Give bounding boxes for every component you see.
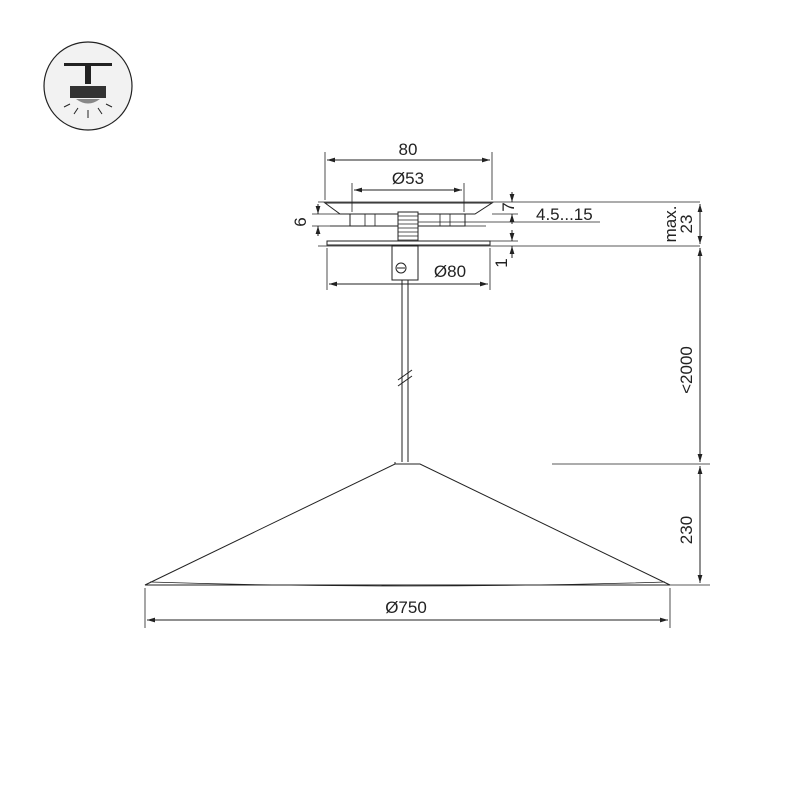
canopy-width-label: 80 xyxy=(399,140,418,159)
canopy-plate-height-label: 6 xyxy=(291,217,310,226)
canopy-inner-diameter-label: Ø53 xyxy=(392,169,424,188)
shade-height-label: 230 xyxy=(677,516,696,544)
canopy xyxy=(318,201,700,281)
dim-canopy-width xyxy=(324,152,493,200)
dim-cable-length xyxy=(552,248,710,465)
cable-length-label: <2000 xyxy=(677,346,696,394)
dim-plate-diameter xyxy=(326,248,491,290)
shade-diameter-label: Ø750 xyxy=(385,598,427,617)
dim-shade-height xyxy=(670,466,710,586)
canopy-top-height-label: 7 xyxy=(499,202,518,211)
dim-canopy-inner xyxy=(351,183,465,212)
dim-plate-thickness xyxy=(490,230,518,258)
max-height-label: 23 xyxy=(677,215,696,234)
shade xyxy=(144,462,671,587)
pendant-ceiling-mount-icon xyxy=(43,41,133,131)
dim-shade-diameter xyxy=(144,588,671,628)
adjust-range-label: 4.5...15 xyxy=(536,205,593,224)
cable xyxy=(397,280,413,462)
dim-canopy-plate-height xyxy=(312,204,350,236)
max-label: max. xyxy=(661,206,680,243)
plate-thickness-label: 1 xyxy=(492,258,511,267)
plate-diameter-label: Ø80 xyxy=(434,262,466,281)
